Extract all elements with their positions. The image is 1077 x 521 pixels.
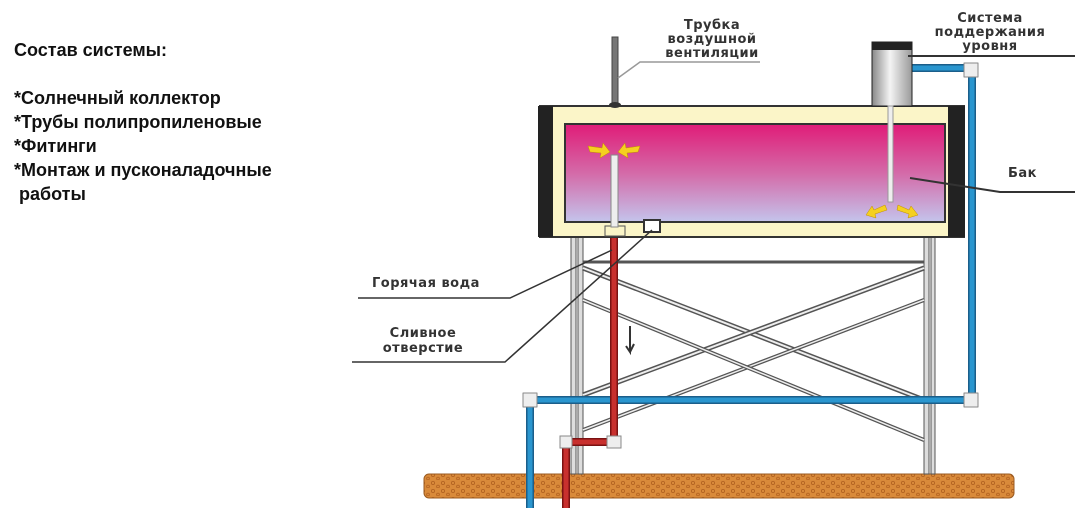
cold-water-pipe [522,62,979,508]
level-label: Система [957,11,1023,26]
vent-label: воздушной [667,32,756,47]
tank [538,105,965,238]
flow-arrow-icon [625,326,635,356]
vent-label: Трубка [684,18,740,33]
composition-item: *Монтаж и пусконаладочные [14,160,272,180]
composition-title: Состав системы: [14,40,168,60]
ground [423,473,1015,499]
composition-item: *Фитинги [14,136,97,156]
composition-item: *Трубы полипропиленовые [14,112,262,132]
system-composition-list: Состав системы: *Солнечный коллектор *Тр… [14,38,272,206]
drain-label: отверстие [383,341,463,356]
stand [570,235,936,475]
level-label: поддержания [935,25,1046,40]
hot-water-label: Горячая вода [372,276,480,291]
composition-item: *Солнечный коллектор [14,88,221,108]
level-label: уровня [962,39,1017,54]
hot-water-pipe [559,230,622,508]
level-control-cylinder [871,41,913,203]
vent-label: вентиляции [665,46,758,61]
drain-label: Сливное [390,326,457,341]
composition-item: работы [14,184,86,204]
convection-arrows-icon [587,142,919,219]
leader-lines [352,55,1075,363]
vent-pipe [609,36,621,228]
tank-label: Бак [1008,166,1037,181]
